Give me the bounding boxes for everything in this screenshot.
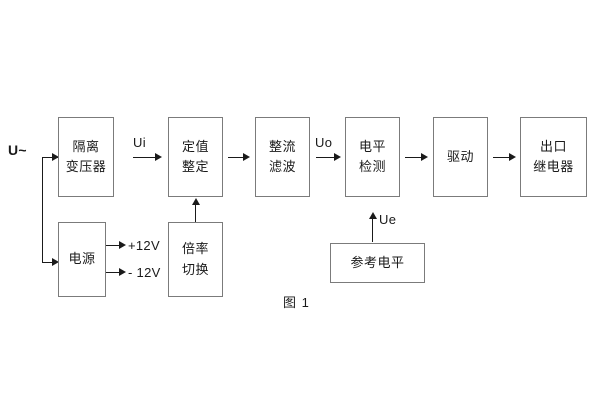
uo-signal-label: Uo: [315, 135, 333, 150]
branch-line-transformer: [42, 157, 54, 158]
block-multiplier-switch-line2: 切换: [181, 261, 209, 277]
link-level-detect-to-drive: [405, 157, 424, 158]
branch-line-power: [42, 262, 54, 263]
arrow-into-setting-from-multiplier: [192, 198, 200, 205]
block-multiplier-switch: 倍率 切换: [168, 222, 223, 297]
supply-neg-label: - 12V: [128, 265, 161, 280]
block-rectify-filter-line1: 整流: [268, 138, 296, 154]
block-level-detect-line2: 检测: [358, 159, 386, 174]
block-level-detect: 电平 检测: [345, 117, 400, 197]
input-signal-label: U~: [8, 142, 27, 158]
arrow-into-drive: [421, 153, 428, 161]
block-output-relay-line2: 继电器: [533, 159, 574, 174]
ui-signal-label: Ui: [133, 135, 146, 150]
block-rectify-filter: 整流 滤波: [255, 117, 310, 197]
block-power-supply-line1: 电源: [68, 251, 96, 267]
block-multiplier-switch-line1: 倍率: [181, 241, 209, 257]
block-reference-level: 参考电平: [330, 243, 425, 283]
block-drive: 驱动: [433, 117, 488, 197]
arrow-pos12v: [119, 241, 126, 249]
block-setting-value-line2: 整定: [181, 159, 209, 174]
block-isolation-transformer: 隔离 变压器: [58, 117, 114, 197]
link-transformer-to-setting: [133, 157, 157, 158]
arrow-into-setting-value: [155, 153, 162, 161]
supply-pos-label: +12V: [128, 238, 160, 253]
figure-caption: 图 1: [283, 295, 310, 310]
link-reference-to-level-detect: [372, 218, 373, 242]
link-multiplier-to-setting: [195, 204, 196, 222]
block-output-relay-line1: 出口: [539, 138, 567, 154]
block-isolation-transformer-line2: 变压器: [65, 159, 107, 174]
block-power-supply: 电源: [58, 222, 106, 297]
input-bus-vertical: [42, 157, 43, 262]
arrow-into-level-detect-from-reference: [369, 212, 377, 219]
arrow-into-rectify-filter: [243, 153, 250, 161]
block-setting-value-line1: 定值: [181, 138, 209, 154]
block-setting-value: 定值 整定: [168, 117, 223, 197]
rail-line-neg12v: [106, 272, 123, 273]
arrow-into-transformer: [52, 153, 59, 161]
arrow-into-power-supply: [52, 258, 59, 266]
block-level-detect-line1: 电平: [358, 138, 386, 154]
rail-line-pos12v: [106, 245, 123, 246]
arrow-into-level-detect: [334, 153, 341, 161]
arrow-into-output-relay: [509, 153, 516, 161]
arrow-neg12v: [119, 268, 126, 276]
block-drive-line1: 驱动: [446, 148, 474, 164]
link-drive-to-output-relay: [493, 157, 512, 158]
link-rectify-to-level-detect: [316, 157, 337, 158]
block-output-relay: 出口 继电器: [520, 117, 587, 197]
block-rectify-filter-line2: 滤波: [268, 159, 296, 174]
link-setting-to-rectify: [228, 157, 247, 158]
block-isolation-transformer-line1: 隔离: [72, 138, 100, 154]
block-reference-level-line1: 参考电平: [350, 254, 405, 270]
ue-signal-label: Ue: [379, 212, 397, 227]
